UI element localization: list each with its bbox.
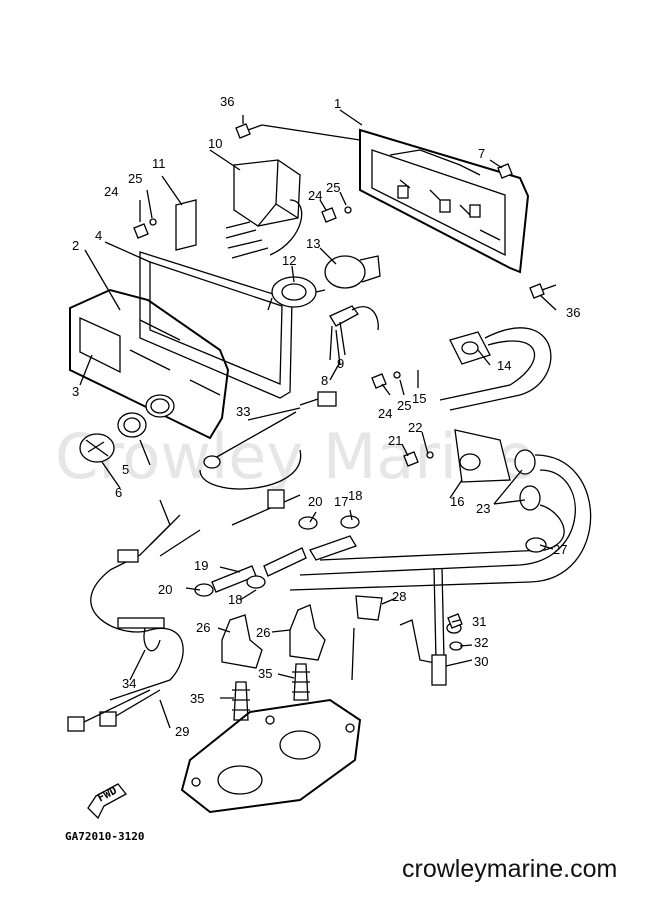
tube-17 <box>309 535 357 561</box>
electrical-box-cover <box>69 288 230 440</box>
wire-clamp <box>351 595 383 681</box>
leader-lines <box>79 109 557 729</box>
callout-24: 24 <box>308 188 322 203</box>
callout-26: 26 <box>196 620 210 635</box>
callout-36: 36 <box>566 305 580 320</box>
callout-11: 11 <box>152 156 166 171</box>
cylinder-head <box>180 698 362 814</box>
callout-18: 18 <box>348 488 362 503</box>
callout-33: 33 <box>236 404 250 419</box>
bracket-plate <box>359 128 530 274</box>
gasket <box>139 251 293 399</box>
spark-plug-caps <box>221 604 326 669</box>
cdi-unit <box>225 159 303 259</box>
rectifier <box>267 276 326 311</box>
grommet <box>117 412 147 438</box>
callout-15: 15 <box>412 391 426 406</box>
callout-21: 21 <box>388 433 402 448</box>
main-harness <box>67 499 201 732</box>
callout-20: 20 <box>158 582 172 597</box>
callout-30: 30 <box>474 654 488 669</box>
pulser-bracket <box>439 327 552 411</box>
clamps <box>194 515 547 597</box>
callout-18: 18 <box>228 592 242 607</box>
tube-19 <box>211 547 307 593</box>
callout-25: 25 <box>128 171 142 186</box>
callout-27: 27 <box>553 542 567 557</box>
website-label: crowleymarine.com <box>402 855 618 883</box>
callout-6: 6 <box>115 485 122 500</box>
callout-23: 23 <box>476 501 490 516</box>
callout-12: 12 <box>282 253 296 268</box>
callout-20: 20 <box>308 494 322 509</box>
callout-1: 1 <box>334 96 341 111</box>
callout-35: 35 <box>258 666 272 681</box>
callout-13: 13 <box>306 236 320 251</box>
callout-17: 17 <box>334 494 348 509</box>
stop-switch-lead <box>231 489 301 526</box>
callout-3: 3 <box>72 384 79 399</box>
callout-25: 25 <box>326 180 340 195</box>
callout-31: 31 <box>472 614 486 629</box>
spark-plugs <box>232 663 310 721</box>
callout-25: 25 <box>397 398 411 413</box>
callout-36: 36 <box>220 94 234 109</box>
drawing-code: GA72010-3120 <box>65 830 144 843</box>
callout-22: 22 <box>408 420 422 435</box>
callout-4: 4 <box>95 228 102 243</box>
callout-32: 32 <box>474 635 488 650</box>
callout-8: 8 <box>321 373 328 388</box>
callout-28: 28 <box>392 589 406 604</box>
ignition-coil <box>324 255 381 289</box>
callout-29: 29 <box>175 724 189 739</box>
callout-19: 19 <box>194 558 208 573</box>
bolts <box>133 123 557 629</box>
callout-26: 26 <box>256 625 270 640</box>
wiring-harness <box>199 391 337 490</box>
callout-5: 5 <box>122 462 129 477</box>
cap <box>79 433 115 463</box>
fwd-arrow: FWD <box>87 783 127 820</box>
callout-9: 9 <box>337 356 344 371</box>
callout-34: 34 <box>122 676 136 691</box>
callout-10: 10 <box>208 136 222 151</box>
callout-35: 35 <box>190 691 204 706</box>
fuse-holder <box>329 305 379 361</box>
ignition-coil-pair <box>289 429 592 591</box>
binding-strap <box>117 617 165 652</box>
switch-bracket <box>399 567 463 686</box>
callout-7: 7 <box>478 146 485 161</box>
callout-16: 16 <box>450 494 464 509</box>
callout-24: 24 <box>378 406 392 421</box>
plate <box>175 199 197 251</box>
callout-14: 14 <box>497 358 511 373</box>
callout-2: 2 <box>72 238 79 253</box>
callout-24: 24 <box>104 184 118 199</box>
